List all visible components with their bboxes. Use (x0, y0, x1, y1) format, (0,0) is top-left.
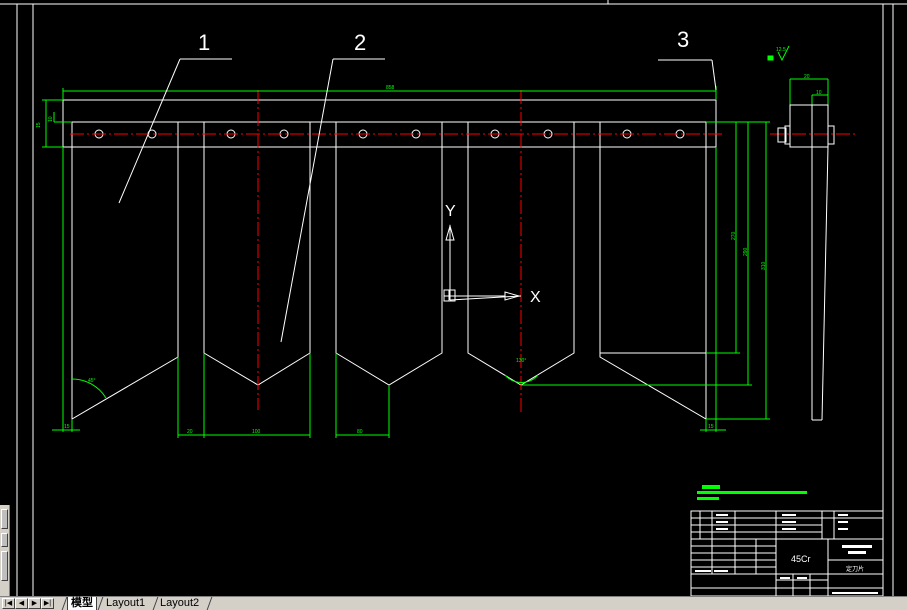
part-label-3: 3 (677, 27, 689, 52)
last-tab-icon[interactable]: ▶| (41, 598, 54, 609)
dim-height-3: 310 (761, 261, 767, 270)
title-block-fills (695, 514, 878, 594)
cad-drawing[interactable]: 858 15 10 15 20 100 80 15 45° 130° 270 2… (0, 0, 907, 596)
side-dim-top: 20 (804, 74, 810, 80)
side-dim-small: 10 (816, 90, 822, 96)
dim-top-small: 10 (48, 116, 54, 122)
tab-layout1[interactable]: Layout1 (106, 597, 146, 609)
mounting-bar[interactable] (62, 90, 717, 148)
dim-total-width: 858 (386, 85, 395, 91)
blade-4[interactable] (467, 121, 575, 386)
centerlines (70, 90, 858, 415)
dimension-texts: 858 15 10 15 20 100 80 15 45° 130° 270 2… (36, 47, 822, 435)
side-view[interactable] (777, 104, 835, 421)
surface-finish-symbol (767, 45, 790, 62)
dim-blade-width-2: 80 (357, 429, 363, 435)
leaders (118, 58, 717, 343)
drawing-canvas[interactable]: 858 15 10 15 20 100 80 15 45° 130° 270 2… (0, 0, 907, 596)
next-tab-icon[interactable]: ▶ (28, 598, 41, 609)
title-block (690, 510, 884, 596)
dim-blade-width-1: 100 (252, 429, 261, 435)
scroll-segment-1[interactable] (1, 509, 8, 529)
tab-layout2[interactable]: Layout2 (160, 597, 200, 609)
dim-height-2: 290 (743, 247, 749, 256)
title-block-material: 45Cr (791, 554, 811, 564)
blade-2[interactable] (203, 121, 311, 386)
prev-tab-icon[interactable]: ◀ (15, 598, 28, 609)
dim-top-height: 15 (36, 122, 42, 128)
blade-3[interactable] (335, 121, 443, 386)
blade-5[interactable] (599, 121, 707, 420)
dim-angle-left: 45° (88, 378, 96, 384)
surface-finish-value: 12.5 (776, 47, 786, 53)
part-label-2: 2 (354, 30, 366, 55)
dimensions (42, 78, 829, 438)
ucs-x-label: X (530, 289, 541, 306)
dim-right-base: 15 (708, 424, 714, 430)
part-label-1: 1 (198, 30, 210, 55)
technical-notes (697, 485, 807, 500)
layout-tab-bar: |◀ ◀ ▶ ▶| 模型 Layout1 Layout2 (0, 596, 907, 610)
ucs-y-label: Y (445, 203, 456, 220)
first-tab-icon[interactable]: |◀ (2, 598, 15, 609)
dim-angle-center: 130° (516, 358, 526, 364)
ucs-icon (443, 224, 522, 302)
title-block-part-name: 定刀片 (846, 565, 864, 573)
dim-gap: 20 (187, 429, 193, 435)
tab-model[interactable]: 模型 (67, 597, 97, 610)
tab-separator (206, 597, 213, 610)
scroll-segment-3[interactable] (1, 551, 8, 581)
blade-1[interactable] (71, 121, 179, 420)
scroll-segment-2[interactable] (1, 533, 8, 547)
drawing-frame (0, 3, 907, 596)
vertical-scrollbar[interactable] (0, 505, 10, 596)
dim-height-1: 270 (731, 231, 737, 240)
dim-left-base: 15 (64, 424, 70, 430)
part-labels: 1 2 3 (198, 27, 689, 55)
